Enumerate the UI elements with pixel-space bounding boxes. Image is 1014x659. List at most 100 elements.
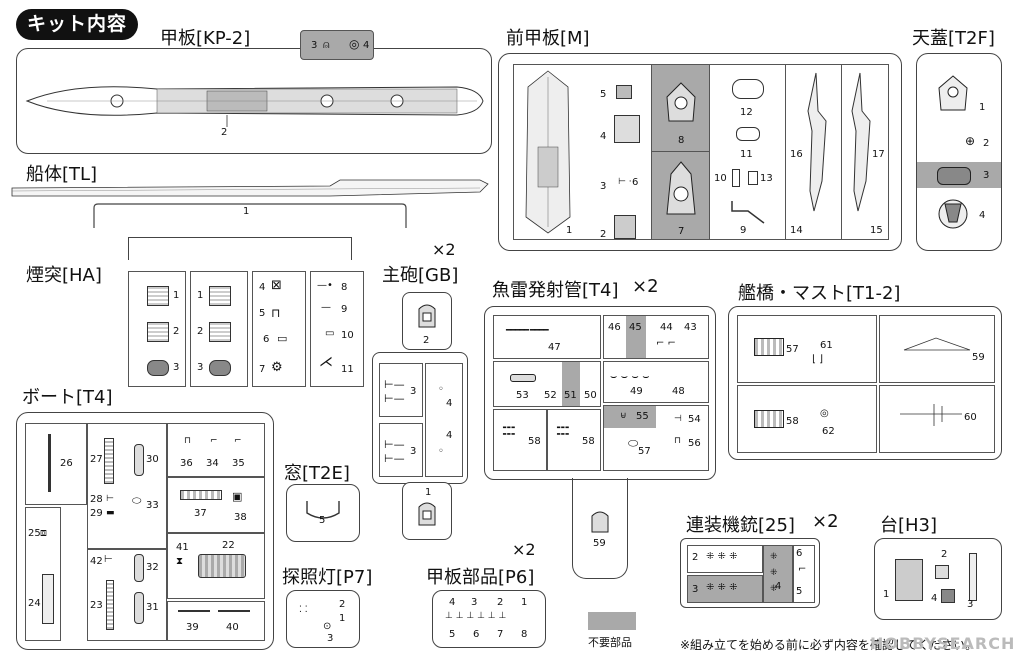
sprue-t4-bottom: 59 <box>572 478 628 579</box>
dot-icon: ⁚ ⁚ <box>299 605 308 615</box>
window-frame-icon <box>306 501 340 519</box>
sprue-boat-cell: 39 40 <box>167 601 265 641</box>
part-number: 32 <box>146 562 159 573</box>
sprue-m-cell-unused: 8 <box>651 64 711 153</box>
part-number: 58 <box>786 416 799 427</box>
part-number: 2 <box>197 326 204 337</box>
pin-icon: ⊓ <box>674 436 682 446</box>
sprue-t4-cell: ┇┇ 58 <box>547 409 601 471</box>
sprue-t12-cell: 58 ◎ 62 <box>737 385 877 453</box>
part-number: 5 <box>319 515 326 526</box>
label-tl: 船体[TL] <box>26 164 98 185</box>
funnel-part-shape <box>147 286 169 306</box>
part-17-icon <box>851 72 871 212</box>
part-number: 57 <box>786 344 799 355</box>
rack-icon: ┇┇ <box>502 424 515 438</box>
label-gb-mult: ×2 <box>432 240 456 259</box>
bridge-part-shape <box>754 338 784 356</box>
part-number: 17 <box>872 149 885 160</box>
part-3-shape <box>937 167 971 185</box>
part-4-icon <box>938 199 968 229</box>
part-number: 22 <box>222 540 235 551</box>
square-icon: ▭ <box>277 332 288 345</box>
part-number: 23 <box>90 600 103 611</box>
sprue-t12-cell: 59 <box>879 315 995 383</box>
tube-icon: ━━━━━ ━━━━ <box>506 326 549 336</box>
gun-icon: ⁜ <box>770 584 778 594</box>
sprue-t4-cell: ━━━━━ ━━━━ 47 <box>493 315 601 359</box>
part-number: 26 <box>60 458 73 469</box>
pin-icon: ⌐ <box>234 436 242 446</box>
part-number: 59 <box>972 352 985 363</box>
part-number: 58 <box>528 436 541 447</box>
arm-icon: ⌐ ⌐ <box>656 338 676 349</box>
funnel-part-shape <box>209 322 231 342</box>
part-number: 38 <box>234 512 247 523</box>
part-number: 47 <box>548 342 561 353</box>
part-number: 4 <box>600 131 607 142</box>
sprue-boat-cell: ⊓ ⌐ ⌐ 36 34 35 <box>167 423 265 477</box>
part-number: 2 <box>423 335 430 346</box>
rod-icon: — <box>321 302 331 313</box>
bracket-icon: ⌊ ⌋ <box>812 354 823 365</box>
part-number: 34 <box>206 458 219 469</box>
sprue-gb: ⊢— ⊢— 3 ⊢— ⊢— 3 ◦ 4 4 ◦ <box>372 352 468 484</box>
gun-icon: ⁜ <box>770 552 778 562</box>
funnel-part-shape <box>209 286 231 306</box>
sprue-t4-torpedo: ━━━━━ ━━━━ 47 46 45 44 43 ⌐ ⌐ ⌣ ⌣ ⌣ ⌣ 49… <box>484 306 716 480</box>
part-number: 31 <box>146 602 159 613</box>
part-number: 42 <box>90 556 103 567</box>
crane-shape <box>42 574 54 624</box>
part-4-shape <box>614 115 640 143</box>
part-number: 43 <box>684 322 697 333</box>
part-number: 40 <box>226 622 239 633</box>
part-number: 6 <box>473 629 480 640</box>
sprue-p6: 4 3 2 1 ⊥ ⊥ ⊥ ⊥ ⊥ ⊥ 5 6 7 8 <box>432 590 546 648</box>
funnel-part-shape <box>147 322 169 342</box>
part-number: 1 <box>566 225 573 236</box>
part-number: 1 <box>979 102 986 113</box>
part-5-shape <box>616 85 632 99</box>
sprue-boat: 26 27 30 28 ⊢ 29 ▬ ⬭ 33 ⊓ ⌐ ⌐ 36 34 35 3… <box>16 412 274 650</box>
part-number: 14 <box>790 225 803 236</box>
label-t2e: 窓[T2E] <box>284 463 350 484</box>
pin-icon: ⊢ <box>104 554 113 565</box>
part-number: 8 <box>521 629 528 640</box>
gun-icon: ⁜ ⁜ ⁜ <box>706 551 738 562</box>
part-number: 4 <box>259 282 266 293</box>
part-number: 3 <box>327 633 334 644</box>
hull-drawing-icon <box>11 179 489 197</box>
sprue-t2f: 1 ⊕ 2 3 4 <box>916 53 1002 251</box>
rod-shape <box>218 610 250 612</box>
crane-icon: ⋌ <box>319 354 333 370</box>
gear-icon: ⚙ <box>271 360 283 375</box>
sprue-gb-cell: ⊢— ⊢— 3 <box>379 363 423 417</box>
part-number: 61 <box>820 340 833 351</box>
part-number: 2 <box>941 549 948 560</box>
ladder-shape <box>104 438 114 484</box>
label-t2f: 天蓋[T2F] <box>912 28 995 49</box>
part-number: 11 <box>740 149 753 160</box>
globe-icon: ⊕ <box>965 134 976 148</box>
box-icon: ▣ <box>232 490 243 503</box>
part-number: 3 <box>410 446 417 457</box>
label-boat: ボート[T4] <box>22 387 113 408</box>
part-number: 15 <box>870 225 883 236</box>
pin-icon: ▭ <box>325 328 335 339</box>
fitting-icon: ⊥ ⊥ ⊥ ⊥ ⊥ ⊥ <box>445 611 507 621</box>
mast-part-icon <box>900 404 962 426</box>
part-number: 41 <box>176 542 189 553</box>
label-h3: 台[H3] <box>880 515 938 536</box>
part-number: 2 <box>339 599 346 610</box>
part-number: 4 <box>775 581 782 592</box>
footer-note: ※組み立てを始める前に必ず内容を確認してください。 <box>680 638 978 652</box>
part-number: 4 <box>363 40 370 51</box>
part-number: 3 <box>311 40 318 51</box>
sprue-gb-cell: ⊢— ⊢— 3 <box>379 423 423 477</box>
sprue-t4-cell: ⌣ ⌣ ⌣ ⌣ 49 48 <box>603 361 709 403</box>
mount-icon: ⬭ <box>628 436 639 450</box>
part-number: 4 <box>449 597 456 608</box>
sprue-t4-cell: ┇┇ 58 <box>493 409 547 471</box>
part-number: 29 <box>90 508 103 519</box>
mast-shape <box>48 434 51 492</box>
